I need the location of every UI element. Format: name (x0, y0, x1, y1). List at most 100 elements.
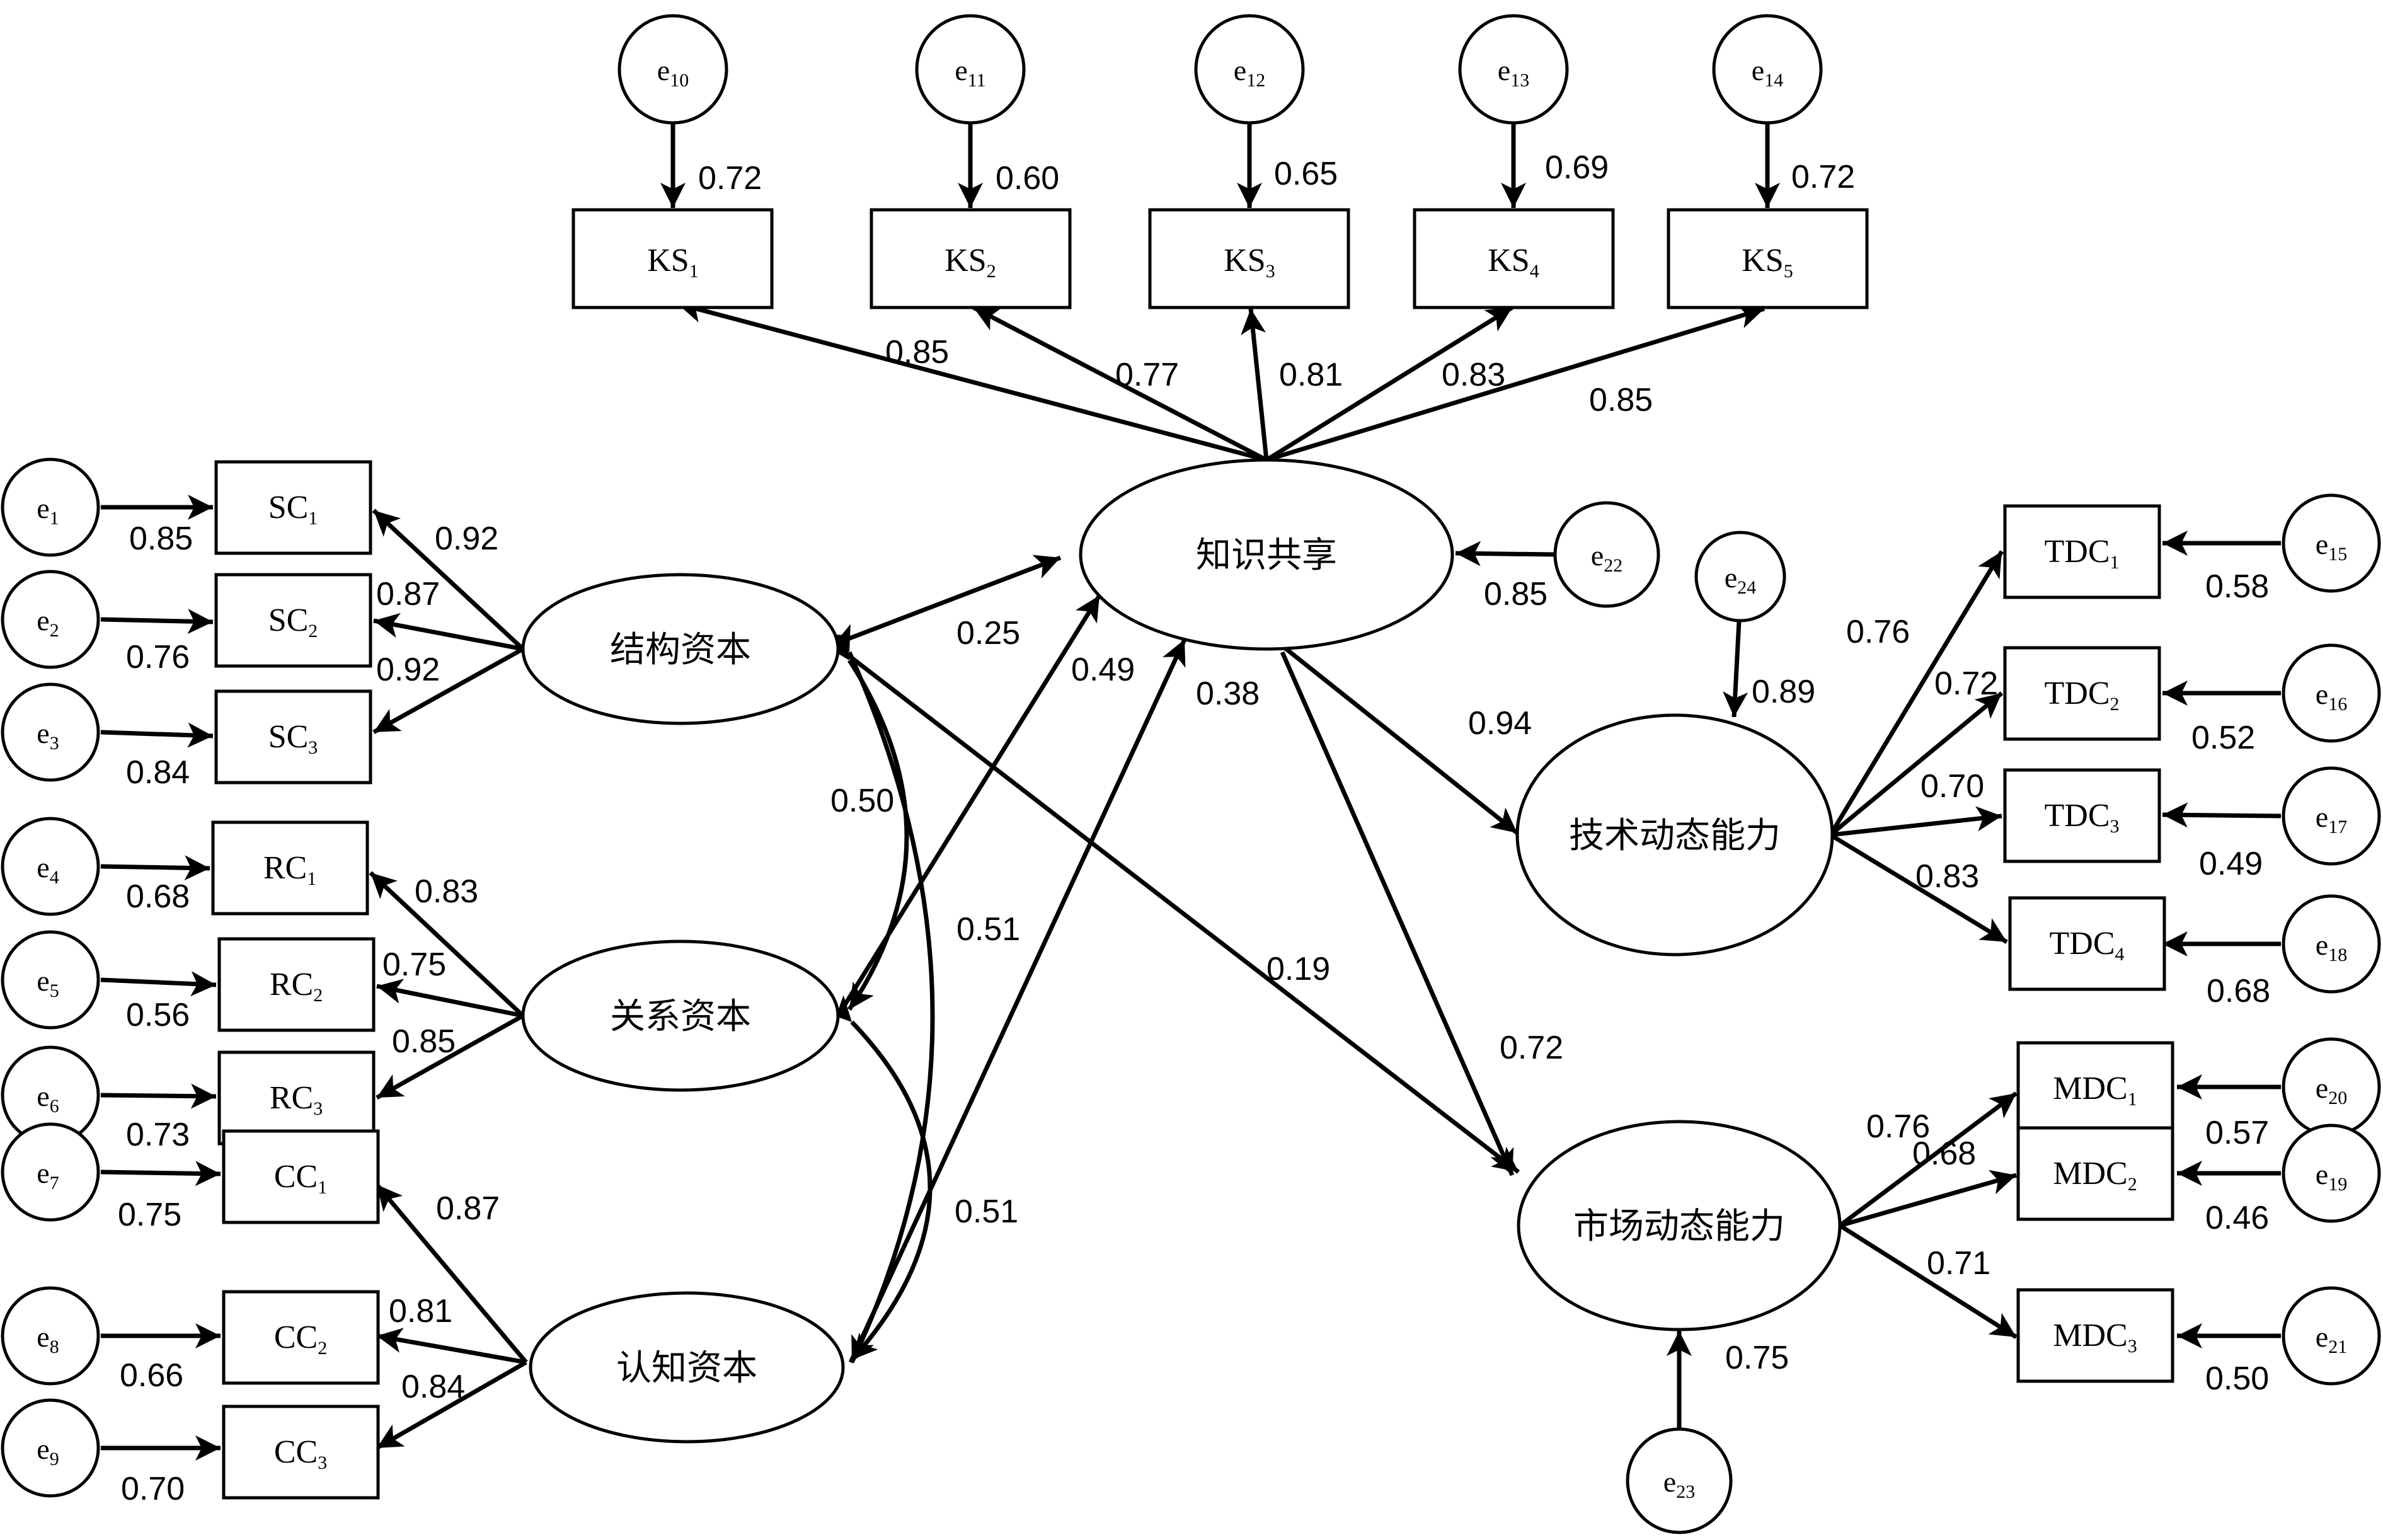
err-arrow-rc3 (100, 1083, 217, 1109)
indicator-rc2: RC2 (217, 937, 376, 1032)
coef-corr-sc-rc: 0.50 (830, 783, 894, 819)
coef-ks4-error: 0.69 (1545, 149, 1609, 186)
svg-text:KS5: KS5 (1742, 243, 1793, 282)
indicator-ks5: KS5 (1667, 208, 1869, 309)
latent-technology-dynamic-capability: 技术动态能力 (1515, 713, 1834, 957)
coef-ks1-loading: 0.85 (885, 334, 949, 371)
svg-text:e19: e19 (2316, 1158, 2347, 1195)
coefficient-labels: 0.72 0.60 0.65 0.69 0.72 0.85 0.77 0.81 … (118, 149, 2270, 1507)
coef-corr-sc-cc: 0.51 (956, 911, 1020, 948)
svg-text:SC1: SC1 (268, 490, 318, 529)
svg-text:关系资本: 关系资本 (610, 996, 751, 1036)
svg-text:e3: e3 (37, 717, 59, 754)
loading-sc3 (372, 646, 524, 735)
svg-text:CC2: CC2 (274, 1319, 327, 1359)
corr-sc-cc (827, 624, 935, 1364)
indicator-mdc3: MDC3 (2016, 1288, 2174, 1383)
indicator-sc1: SC1 (214, 460, 372, 555)
svg-text:TDC3: TDC3 (2045, 798, 2120, 837)
indicator-sc2: SC2 (214, 573, 372, 668)
coef-ks5-loading: 0.85 (1589, 382, 1653, 418)
coef-sc3-loading: 0.92 (376, 652, 440, 688)
error-e10: e10 (617, 14, 728, 125)
error-e22: e22 (1553, 501, 1660, 608)
svg-text:e5: e5 (37, 965, 59, 1001)
coef-ks-disturbance: 0.85 (1484, 576, 1548, 612)
svg-text:KS3: KS3 (1224, 243, 1275, 282)
corr-sc-rc (825, 632, 909, 1011)
coef-mdc3-loading: 0.71 (1927, 1245, 1990, 1282)
svg-text:MDC1: MDC1 (2053, 1071, 2137, 1110)
indicator-ks4: KS4 (1413, 208, 1615, 309)
svg-text:SC3: SC3 (268, 719, 318, 758)
err-arrow-cc1 (100, 1161, 221, 1187)
coef-tdc2-loading: 0.72 (1934, 665, 1998, 702)
coef-tdc1-loading: 0.76 (1846, 614, 1910, 650)
coef-ks3-loading: 0.81 (1279, 357, 1343, 393)
error-arrows (100, 123, 2282, 1461)
error-e18: e18 (2282, 894, 2381, 994)
svg-text:市场动态能力: 市场动态能力 (1573, 1206, 1785, 1246)
error-e15: e15 (2282, 493, 2381, 593)
coef-cc2-loading: 0.81 (389, 1293, 452, 1330)
loading-mdc3 (1839, 1224, 2018, 1339)
path-ks-to-tdc (1280, 644, 1519, 835)
svg-text:e2: e2 (37, 604, 59, 641)
err-arrow-sc2 (100, 609, 214, 635)
latent-relational-capital: 关系资本 (521, 940, 840, 1092)
svg-text:e11: e11 (955, 54, 985, 91)
coef-path-sc-mdc: 0.19 (1266, 951, 1330, 987)
loading-cc3 (376, 1360, 527, 1451)
latent-market-dynamic-capability: 市场动态能力 (1517, 1120, 1842, 1331)
coef-rc3-loading: 0.85 (392, 1023, 456, 1060)
svg-text:e16: e16 (2316, 678, 2347, 715)
err-arrow-sc3 (100, 722, 214, 748)
coef-path-ks-tdc: 0.94 (1468, 705, 1532, 742)
error-e3: e3 (1, 682, 100, 782)
mdc-loadings (1838, 1091, 2018, 1339)
error-e8: e8 (1, 1286, 100, 1386)
svg-text:e22: e22 (1591, 539, 1622, 576)
indicator-rc1: RC1 (211, 820, 369, 916)
svg-text:e18: e18 (2316, 929, 2347, 965)
coef-mdc3-error: 0.50 (2205, 1360, 2269, 1397)
indicator-ks2: KS2 (870, 208, 1072, 309)
loading-rc1 (369, 871, 525, 1018)
indicator-cc2: CC2 (222, 1290, 380, 1385)
path-ks-to-mdc (1280, 651, 1515, 1176)
loading-rc3 (376, 1013, 524, 1100)
latent-cognitive-capital: 认知资本 (529, 1291, 845, 1444)
error-e9: e9 (1, 1398, 100, 1498)
loading-tdc2 (1829, 691, 2004, 837)
error-e21: e21 (2282, 1286, 2381, 1386)
svg-text:e24: e24 (1725, 561, 1756, 598)
error-e24: e24 (1694, 531, 1786, 623)
error-e17: e17 (2282, 766, 2381, 866)
indicator-ks3: KS3 (1148, 208, 1350, 309)
tdc-loadings (1829, 550, 2008, 944)
indicator-tdc1: TDC1 (2003, 504, 2161, 599)
coef-path-cc-ks: 0.38 (1196, 675, 1260, 712)
corr-rc-cc (825, 995, 933, 1362)
indicator-sc3: SC3 (214, 689, 372, 784)
sc-loadings (372, 509, 525, 735)
loading-cc1 (375, 1183, 528, 1364)
error-e12: e12 (1194, 14, 1305, 125)
error-e19: e19 (2282, 1123, 2381, 1223)
coef-path-ks-mdc: 0.72 (1500, 1030, 1563, 1066)
indicator-cc3: CC3 (222, 1405, 380, 1500)
loading-mdc1 (1838, 1091, 2018, 1227)
indicator-tdc4: TDC4 (2008, 896, 2166, 991)
svg-text:e8: e8 (37, 1321, 59, 1357)
err-arrow-rc1 (100, 855, 210, 881)
svg-text:e10: e10 (657, 54, 689, 91)
cc-loadings (375, 1183, 528, 1451)
loading-mdc2 (1839, 1169, 2017, 1228)
svg-text:e1: e1 (37, 492, 59, 529)
error-e11: e11 (915, 14, 1026, 125)
latent-variables: 知识共享 结构资本 关系资本 认知资本 技术动态能力 市场动态能力 (521, 458, 1842, 1444)
error-e1: e1 (1, 457, 100, 557)
error-e16: e16 (2282, 643, 2381, 743)
coef-mdc2-loading: 0.68 (1912, 1135, 1976, 1172)
path-sc-to-ks (837, 555, 1062, 645)
